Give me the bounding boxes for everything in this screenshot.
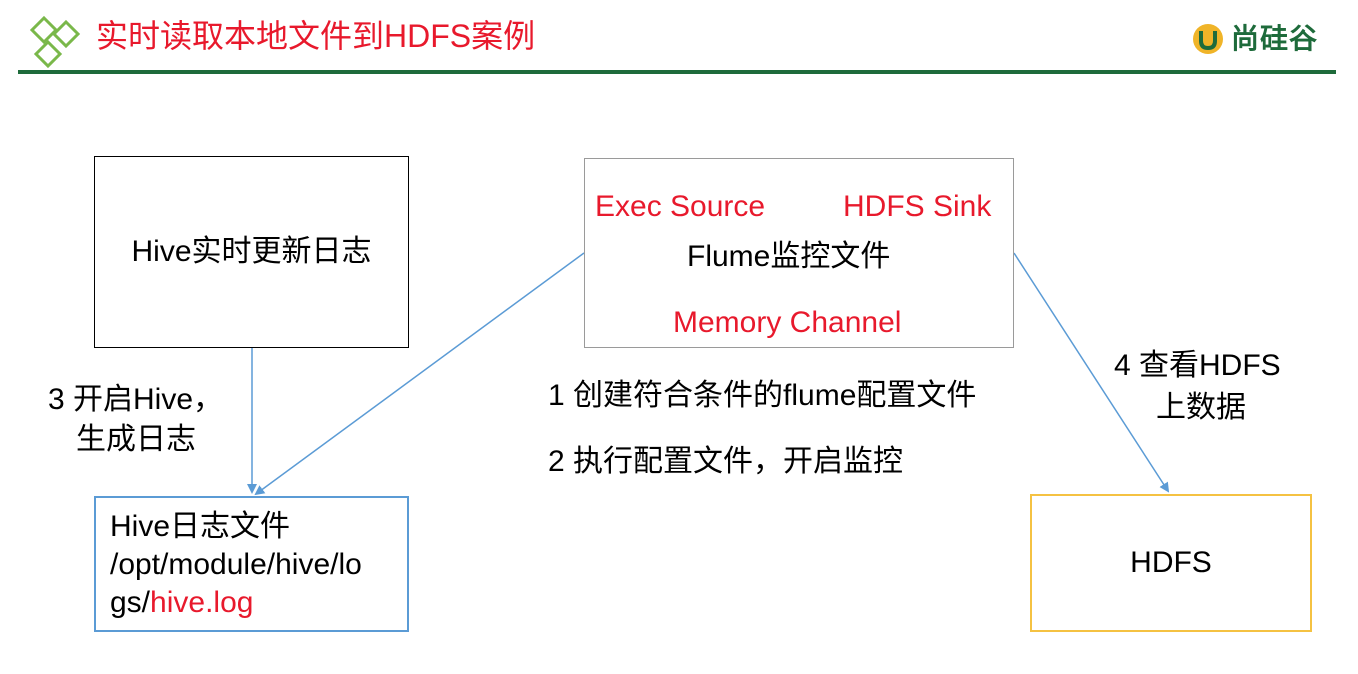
header-divider — [18, 70, 1336, 74]
hive-log-file-title: Hive日志文件 — [110, 510, 291, 543]
arrow-flume-to-logfile — [254, 252, 585, 496]
step-3-text-line2: 生成日志 — [76, 423, 196, 456]
arrow-flume-to-hdfs — [1013, 252, 1170, 493]
hdfs-label: HDFS — [1130, 546, 1212, 579]
double-diamond-icon — [29, 15, 81, 69]
step-2-text: 2 执行配置文件，开启监控 — [548, 445, 904, 478]
hdfs-sink-label: HDFS Sink — [843, 190, 992, 223]
hive-log-file-path-1: /opt/module/hive/lo — [110, 548, 362, 581]
step-3-text-line1: 3 开启Hive， — [48, 383, 224, 416]
hdfs-box: HDFS — [1030, 494, 1312, 632]
flume-monitor-box: Exec Source HDFS Sink Flume监控文件 Memory C… — [584, 158, 1014, 348]
brand-name: 尚硅谷 — [1230, 23, 1318, 54]
step-4-text-line1: 4 查看HDFS — [1114, 349, 1281, 382]
memory-channel-label: Memory Channel — [673, 306, 902, 339]
flume-monitor-label: Flume监控文件 — [687, 240, 891, 273]
step-4-text-line2: 上数据 — [1156, 391, 1246, 424]
hive-log-update-box: Hive实时更新日志 — [94, 156, 409, 348]
hive-log-file-path-prefix: gs/ — [110, 586, 151, 619]
u-shield-icon — [1192, 24, 1223, 54]
hive-log-file-box: Hive日志文件 /opt/module/hive/lo gs/hive.log — [94, 496, 409, 632]
page-title: 实时读取本地文件到HDFS案例 — [96, 18, 536, 54]
brand-logo: 尚硅谷 — [1191, 22, 1318, 56]
hive-log-file-path-2: gs/hive.log — [110, 584, 362, 622]
hive-log-file-text: Hive日志文件 /opt/module/hive/lo gs/hive.log — [110, 508, 362, 622]
hive-log-update-label: Hive实时更新日志 — [131, 235, 372, 268]
hive-log-filename: hive.log — [150, 586, 254, 619]
step-1-text: 1 创建符合条件的flume配置文件 — [548, 379, 977, 412]
exec-source-label: Exec Source — [595, 190, 766, 223]
